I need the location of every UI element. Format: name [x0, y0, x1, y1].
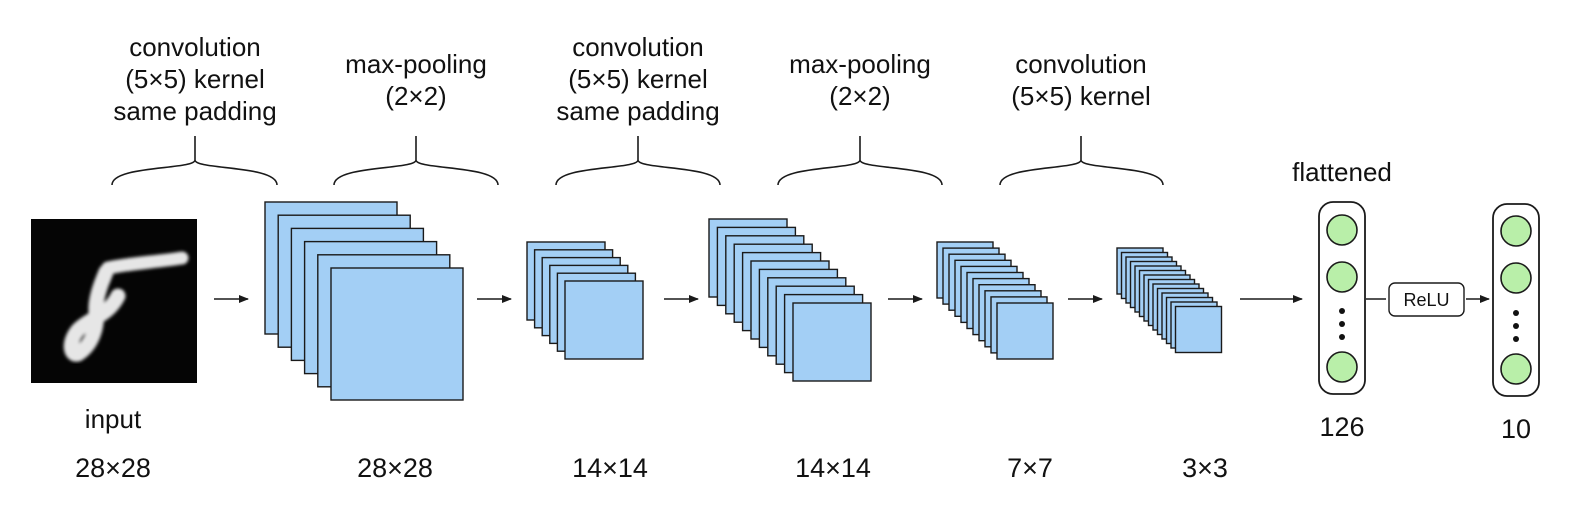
stage-header-4: max-pooling (2×2): [789, 49, 931, 111]
feature-map-3-channel-11: [792, 302, 872, 382]
flattened-label: flattened: [1292, 157, 1392, 187]
stage-3-line-3: same padding: [556, 96, 719, 126]
flattened-vector-frame: [1318, 201, 1366, 395]
output-node-3: [1500, 353, 1532, 385]
input-label: input: [85, 404, 142, 434]
relu-box: [1388, 282, 1465, 317]
flattened-node-2: [1326, 261, 1358, 293]
flattened-ellipsis-dot-2: [1339, 321, 1345, 327]
feature-map-stack-1: [264, 201, 464, 401]
output-ellipsis-dot-3: [1513, 336, 1519, 342]
output-node-2: [1500, 262, 1532, 294]
input-dim-label: 28×28: [75, 453, 151, 483]
feature-map-4-dim-label: 7×7: [1007, 453, 1053, 483]
output-ellipsis-dot-2: [1513, 323, 1519, 329]
stage-header-2: max-pooling (2×2): [345, 49, 487, 111]
output-size-label: 10: [1501, 414, 1531, 444]
feature-map-layer: [264, 201, 1223, 401]
feature-map-stack-3: [708, 218, 872, 382]
feature-map-stack-5: [1116, 247, 1223, 354]
feature-map-1-dim-label: 28×28: [357, 453, 433, 483]
stage-1-line-2: (5×5) kernel: [125, 64, 264, 94]
brace-stage-2: [333, 136, 499, 186]
stage-5-line-2: (5×5) kernel: [1011, 81, 1150, 111]
feature-map-stack-2: [526, 241, 644, 360]
relu-label: ReLU: [1403, 290, 1449, 310]
stage-3-line-1: convolution: [572, 32, 704, 62]
stage-2-line-1: max-pooling: [345, 49, 487, 79]
feature-map-3-dim-label: 14×14: [795, 453, 871, 483]
feature-map-4-channel-11: [996, 302, 1054, 360]
output-ellipsis-dot-1: [1513, 310, 1519, 316]
stage-5-line-1: convolution: [1015, 49, 1147, 79]
flattened-ellipsis-dot-3: [1339, 334, 1345, 340]
stage-header-3: convolution (5×5) kernel same padding: [556, 32, 719, 126]
feature-map-5-dim-label: 3×3: [1182, 453, 1228, 483]
output-node-1: [1500, 215, 1532, 247]
output-vector-frame: [1492, 203, 1540, 397]
brace-stage-3: [555, 136, 721, 186]
stage-header-1: convolution (5×5) kernel same padding: [113, 32, 276, 126]
feature-map-2-channel-6: [564, 280, 644, 360]
feature-map-2-dim-label: 14×14: [572, 453, 648, 483]
digit-five-body-stroke: [63, 264, 126, 362]
flattened-node-3: [1326, 351, 1358, 383]
stage-header-5: convolution (5×5) kernel: [1011, 49, 1150, 111]
stage-1-line-1: convolution: [129, 32, 261, 62]
stage-4-line-2: (2×2): [829, 81, 890, 111]
flattened-ellipsis-dot-1: [1339, 308, 1345, 314]
stage-4-line-1: max-pooling: [789, 49, 931, 79]
brace-stage-4: [777, 136, 943, 186]
brace-stage-5: [999, 136, 1164, 186]
stage-1-line-3: same padding: [113, 96, 276, 126]
flattened-node-1: [1326, 214, 1358, 246]
input-image: [31, 219, 197, 383]
feature-map-5-channel-14: [1174, 305, 1223, 354]
flattened-size-label: 126: [1319, 412, 1364, 442]
feature-map-1-channel-6: [330, 267, 464, 401]
stage-3-line-2: (5×5) kernel: [568, 64, 707, 94]
output-vector: [1492, 203, 1540, 397]
brace-stage-1: [111, 136, 278, 186]
flattened-vector: [1318, 201, 1366, 395]
feature-map-stack-4: [936, 241, 1054, 360]
stage-2-line-2: (2×2): [385, 81, 446, 111]
